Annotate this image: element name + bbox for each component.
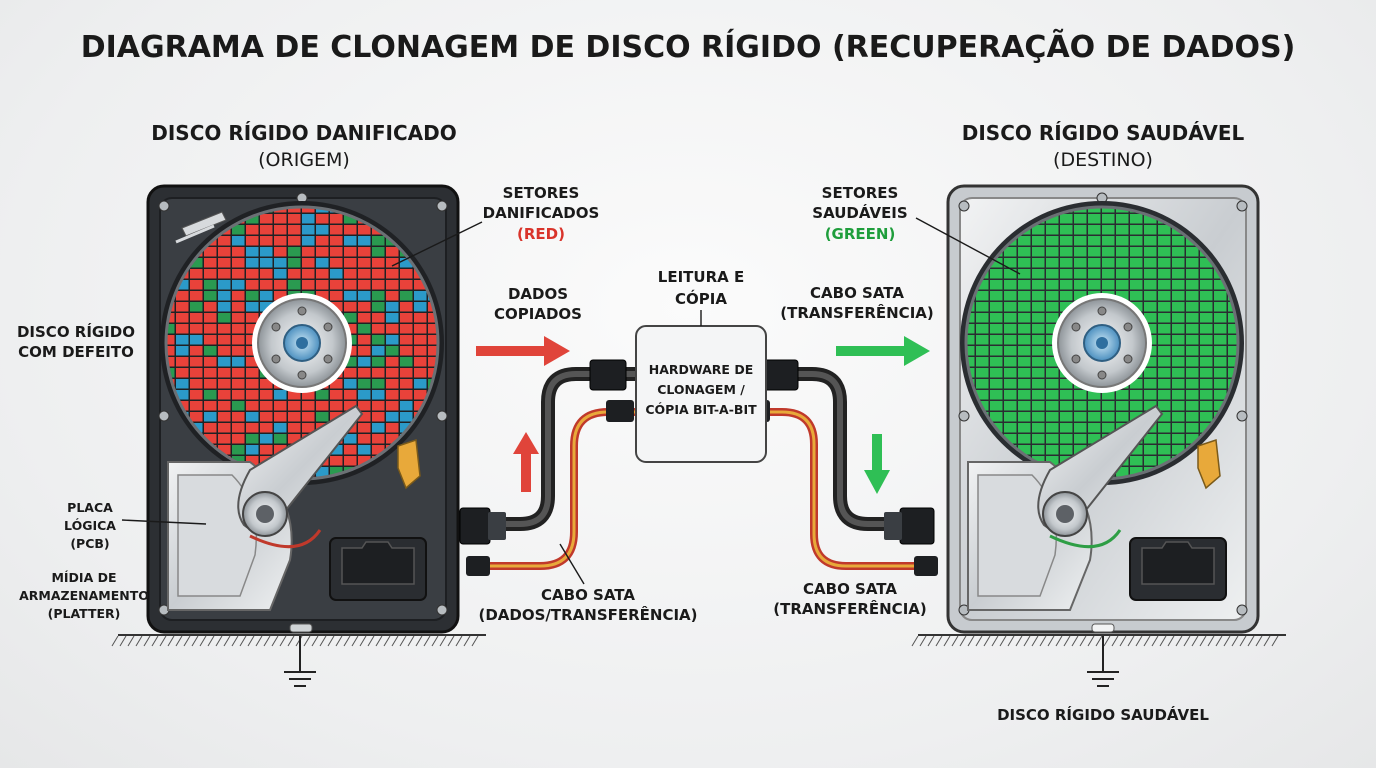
target-footer-label: DISCO RÍGIDO SAUDÁVEL: [997, 705, 1209, 724]
defect-label-2: COM DEFEITO: [18, 343, 134, 361]
pcb-label-1: PLACA: [67, 500, 113, 515]
damaged-hard-drive: [146, 184, 460, 634]
damaged-sectors-label-2: DANIFICADOS: [483, 204, 600, 222]
source-subheading: (ORIGEM): [258, 149, 350, 171]
ground-line-right: [911, 634, 1286, 647]
read-copy-label-2: CÓPIA: [675, 289, 727, 308]
cable-top-right-label-2: (TRANSFERÊNCIA): [780, 303, 934, 322]
healthy-sectors-label-3: (GREEN): [825, 225, 896, 243]
healthy-sectors-label-1: SETORES: [822, 184, 899, 202]
cloner-box-line-2: CLONAGEM /: [657, 382, 745, 397]
page-title: DIAGRAMA DE CLONAGEM DE DISCO RÍGIDO (RE…: [81, 28, 1296, 65]
copied-label-2: COPIADOS: [494, 305, 582, 323]
cable-left-label-2: (DADOS/TRANSFERÊNCIA): [478, 605, 697, 624]
defect-label-1: DISCO RÍGIDO: [17, 322, 135, 341]
platter-label-2: ARMAZENAMENTO: [19, 588, 149, 603]
cloning-hardware-box: HARDWARE DE CLONAGEM / CÓPIA BIT-A-BIT: [635, 325, 767, 463]
target-subheading: (DESTINO): [1053, 149, 1153, 171]
cable-top-right-label-1: CABO SATA: [810, 284, 904, 302]
platter-label-1: MÍDIA DE: [51, 570, 116, 585]
ground-line-left: [111, 634, 486, 647]
source-heading: DISCO RÍGIDO DANIFICADO: [151, 121, 456, 145]
arrow-right-red: [476, 336, 570, 366]
target-heading: DISCO RÍGIDO SAUDÁVEL: [962, 121, 1245, 145]
healthy-hard-drive: [946, 184, 1260, 634]
cable-right-label-2: (TRANSFERÊNCIA): [773, 599, 927, 618]
damaged-sectors-label-1: SETORES: [503, 184, 580, 202]
damaged-sectors-label-3: (RED): [517, 225, 565, 243]
healthy-sectors-label-2: SAUDÁVEIS: [812, 203, 907, 222]
cable-right-label-1: CABO SATA: [803, 580, 897, 598]
cable-left-label-1: CABO SATA: [541, 586, 635, 604]
cloner-box-line-3: CÓPIA BIT-A-BIT: [645, 402, 757, 417]
screw-icon: [158, 192, 448, 616]
arrow-up-red: [513, 432, 539, 492]
copied-label-1: DADOS: [508, 285, 568, 303]
pcb-label-3: (PCB): [70, 536, 109, 551]
platter-label-3: (PLATTER): [48, 606, 121, 621]
sata-cable-source: [459, 359, 647, 576]
ground-symbol-right: [1087, 636, 1119, 687]
arrow-right-green: [836, 336, 930, 366]
arrow-down-green: [864, 434, 890, 494]
pcb-label-2: LÓGICA: [64, 518, 116, 533]
read-copy-label-1: LEITURA E: [658, 268, 744, 286]
ground-symbol-left: [284, 636, 316, 687]
cloner-box-line-1: HARDWARE DE: [649, 362, 753, 377]
